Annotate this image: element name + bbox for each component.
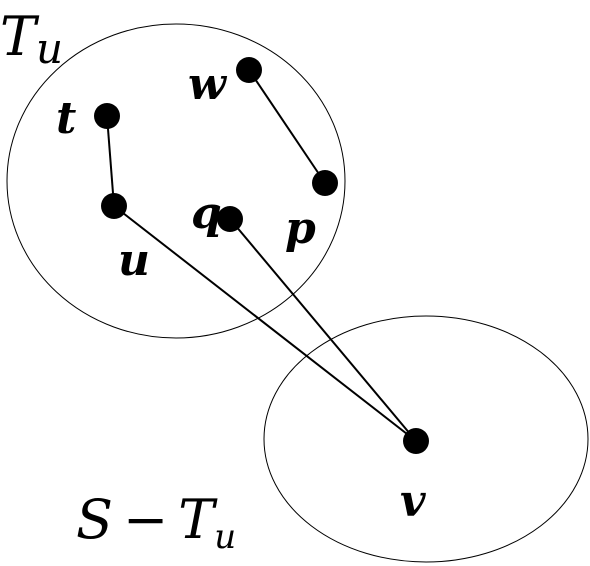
complement-region xyxy=(263,315,589,563)
label-v: v xyxy=(400,476,426,527)
label-t: t xyxy=(56,93,76,144)
label-q: q xyxy=(191,188,222,239)
label-u: u xyxy=(118,235,150,286)
node-v xyxy=(403,428,429,454)
node-q xyxy=(217,206,243,232)
edge-w-p xyxy=(248,69,326,184)
set-label-complement-op: − xyxy=(123,488,168,551)
edge-q-v xyxy=(229,218,417,442)
node-p xyxy=(312,170,338,196)
node-t xyxy=(94,103,120,129)
label-w: w xyxy=(188,59,228,110)
set-label-complement-s: S xyxy=(76,488,113,551)
set-label-complement: S−Tu xyxy=(76,488,236,557)
set-label-complement-sub: u xyxy=(214,517,236,557)
edge-t-u xyxy=(106,115,115,207)
node-u xyxy=(101,193,127,219)
edge-u-v xyxy=(113,205,417,442)
label-p: p xyxy=(285,203,316,254)
set-label-complement-t: T xyxy=(178,488,218,551)
set-label-tu-sub: u xyxy=(36,24,63,73)
set-label-tu: Tu xyxy=(0,5,63,73)
node-w xyxy=(236,57,262,83)
tu-region xyxy=(6,23,346,339)
set-label-tu-main: T xyxy=(0,5,40,68)
